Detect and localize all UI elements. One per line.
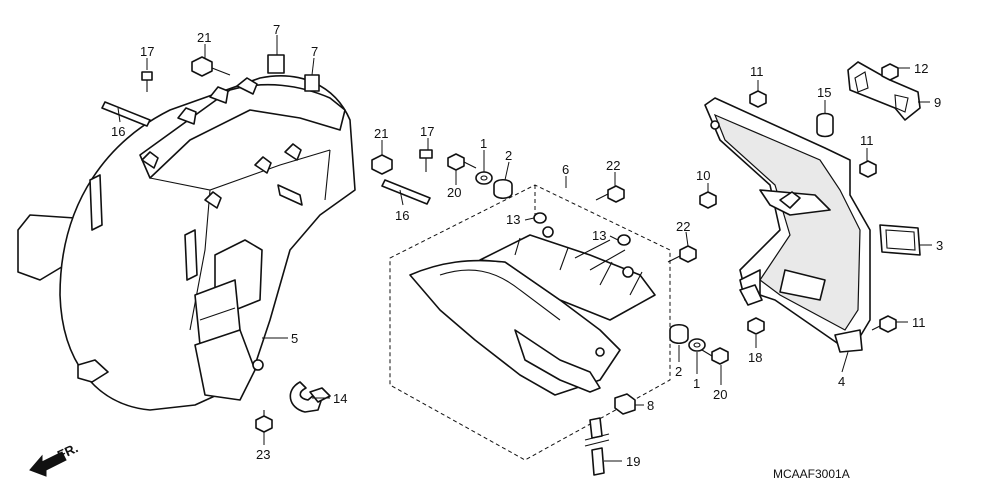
nut-part-18 xyxy=(747,317,765,335)
callout-labels: 17 21 7 7 16 21 17 16 1 2 20 6 22 13 13 … xyxy=(111,22,943,469)
callout-20: 20 xyxy=(713,387,727,402)
callout-10: 10 xyxy=(696,168,710,183)
callout-21: 21 xyxy=(374,126,388,141)
plate-bracket-part-4 xyxy=(704,97,871,353)
front-arrow-icon xyxy=(29,451,67,477)
nut-part-13-right xyxy=(617,234,631,246)
bolt-part-11-bottom xyxy=(871,315,897,333)
callout-13: 13 xyxy=(506,212,520,227)
front-direction-label: FR. xyxy=(55,440,80,462)
callout-8: 8 xyxy=(647,398,654,413)
bolt-part-11-mid xyxy=(859,160,877,178)
callout-1: 1 xyxy=(480,136,487,151)
callout-17: 17 xyxy=(420,124,434,139)
callout-14: 14 xyxy=(333,391,347,406)
diagram-code: MCAAF3001A xyxy=(773,467,850,481)
callout-23: 23 xyxy=(256,447,270,462)
callout-19: 19 xyxy=(626,454,640,469)
callout-5: 5 xyxy=(291,331,298,346)
screw-part-23 xyxy=(255,410,273,433)
bolt-part-10 xyxy=(699,191,717,209)
nut-part-13-left xyxy=(533,212,547,224)
callout-17: 17 xyxy=(140,44,154,59)
callout-9: 9 xyxy=(934,95,941,110)
collar-part-1-top xyxy=(475,171,493,185)
clip-part-7-left xyxy=(267,54,285,74)
callout-15: 15 xyxy=(817,85,831,100)
front-direction-indicator: FR. xyxy=(29,440,80,477)
leader-lines xyxy=(117,35,932,462)
collar-part-1-bottom xyxy=(688,338,706,352)
bolt-part-20-bottom xyxy=(701,347,729,365)
callout-2: 2 xyxy=(505,148,512,163)
reflector-part-3 xyxy=(879,224,921,256)
callout-20: 20 xyxy=(447,185,461,200)
callout-1: 1 xyxy=(693,376,700,391)
callout-18: 18 xyxy=(748,350,762,365)
callout-7: 7 xyxy=(273,22,280,37)
rubber-part-15 xyxy=(816,112,834,138)
callout-16: 16 xyxy=(395,208,409,223)
clip-part-7-right xyxy=(304,74,320,92)
screw-part-21-left xyxy=(191,56,231,77)
callout-3: 3 xyxy=(936,238,943,253)
clip-part-8 xyxy=(614,393,636,415)
assembly-outline-box xyxy=(389,184,671,461)
callout-11: 11 xyxy=(750,64,764,79)
grommet-part-2-top xyxy=(493,178,513,200)
callout-22: 22 xyxy=(676,219,690,234)
callout-2: 2 xyxy=(675,364,682,379)
callout-21: 21 xyxy=(197,30,211,45)
screw-part-21-mid xyxy=(371,154,393,175)
rear-fender-part-6 xyxy=(409,226,656,396)
callout-11: 11 xyxy=(912,315,926,330)
bolt-part-17-left xyxy=(141,71,153,92)
callout-22: 22 xyxy=(606,158,620,173)
rod-part-16-mid xyxy=(381,179,431,205)
bolt-part-11-top xyxy=(749,90,767,108)
bolt-part-22-top xyxy=(595,185,625,203)
plate-part-9 xyxy=(847,61,921,121)
clamp-part-14 xyxy=(289,381,331,413)
inner-fender-assembly xyxy=(17,75,356,411)
bolt-part-17-mid xyxy=(419,149,433,172)
bolt-part-22-bottom xyxy=(667,245,697,263)
callout-6: 6 xyxy=(562,162,569,177)
callout-13: 13 xyxy=(592,228,606,243)
rod-part-16-left xyxy=(101,101,151,127)
callout-16: 16 xyxy=(111,124,125,139)
callout-11: 11 xyxy=(860,133,874,148)
wire-part-19 xyxy=(584,417,610,476)
callout-4: 4 xyxy=(838,374,845,389)
grommet-part-2-bottom xyxy=(669,323,689,345)
bolt-part-20-top xyxy=(447,153,477,171)
callout-7: 7 xyxy=(311,44,318,59)
grommet-part-12 xyxy=(881,63,899,81)
callout-12: 12 xyxy=(914,61,928,76)
